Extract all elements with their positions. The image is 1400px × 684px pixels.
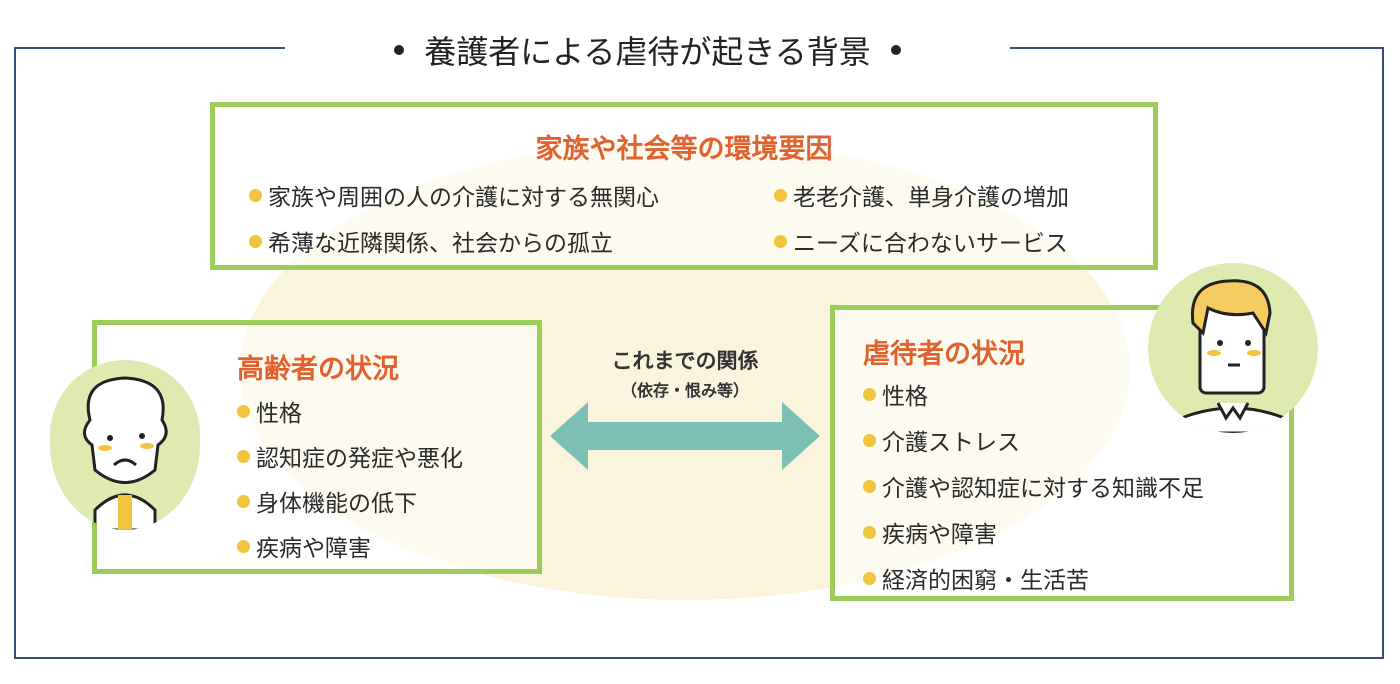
list-item: 身体機能の低下 — [237, 484, 463, 518]
bullet-dot-icon — [394, 45, 405, 55]
bullet-icon — [249, 188, 262, 202]
item-text: 老老介護、単身介護の増加 — [793, 185, 1069, 211]
item-text: 疾病や障害 — [882, 522, 997, 548]
bullet-icon — [774, 188, 787, 202]
bullet-icon — [863, 433, 876, 447]
item-text: 性格 — [256, 401, 302, 427]
bullet-icon — [249, 234, 262, 248]
list-item: 介護ストレス — [863, 423, 1204, 457]
caregiver-person-icon — [1168, 279, 1298, 433]
item-text: 疾病や障害 — [256, 536, 371, 562]
list-item: 家族や周囲の人の介護に対する無関心 — [249, 178, 774, 212]
bullet-icon — [237, 404, 250, 418]
list-item: 経済的困窮・生活苦 — [863, 561, 1204, 595]
item-text: 認知症の発症や悪化 — [256, 446, 463, 472]
bullet-icon — [863, 479, 876, 493]
relationship-text: これまでの関係 — [611, 349, 759, 373]
item-text: 希薄な近隣関係、社会からの孤立 — [268, 231, 613, 257]
title-text: 養護者による虐待が起きる背景 — [424, 33, 871, 71]
list-item: 老老介護、単身介護の増加 — [774, 178, 1134, 212]
bullet-dot-icon — [890, 45, 901, 55]
elderly-person-icon — [83, 376, 168, 530]
relationship-label: これまでの関係 （依存・恨み等） — [570, 345, 800, 401]
bullet-icon — [863, 525, 876, 539]
list-item: 希薄な近隣関係、社会からの孤立 — [249, 224, 774, 258]
list-item: 介護や認知症に対する知識不足 — [863, 469, 1204, 503]
elderly-title: 高齢者の状況 — [237, 354, 399, 385]
bullet-icon — [863, 387, 876, 401]
item-text: 性格 — [882, 384, 928, 410]
bullet-icon — [237, 449, 250, 463]
list-item: ニーズに合わないサービス — [774, 224, 1134, 258]
elderly-avatar — [50, 360, 200, 530]
bidirectional-arrow-icon — [550, 402, 820, 470]
item-text: 家族や周囲の人の介護に対する無関心 — [268, 185, 659, 211]
bullet-icon — [863, 571, 876, 585]
relationship-subtext: （依存・恨み等） — [620, 381, 749, 400]
item-text: ニーズに合わないサービス — [793, 231, 1068, 257]
item-text: 介護や認知症に対する知識不足 — [882, 476, 1204, 502]
bullet-icon — [237, 494, 250, 508]
environment-box: 家族や社会等の環境要因 家族や周囲の人の介護に対する無関心 老老介護、単身介護の… — [210, 102, 1158, 270]
list-item: 認知症の発症や悪化 — [237, 439, 463, 473]
bullet-icon — [774, 234, 787, 248]
elderly-box: 高齢者の状況 性格 認知症の発症や悪化 身体機能の低下 疾病や障害 — [92, 320, 542, 574]
environment-title: 家族や社会等の環境要因 — [535, 134, 833, 165]
diagram-title: 養護者による虐待が起きる背景 — [285, 30, 1010, 71]
item-text: 身体機能の低下 — [256, 491, 417, 517]
list-item: 性格 — [863, 377, 1204, 411]
item-text: 経済的困窮・生活苦 — [882, 568, 1089, 594]
bullet-icon — [237, 539, 250, 553]
abuser-title: 虐待者の状況 — [863, 339, 1025, 370]
item-text: 介護ストレス — [882, 430, 1020, 456]
abuser-avatar — [1148, 263, 1318, 433]
list-item: 疾病や障害 — [237, 529, 463, 563]
list-item: 性格 — [237, 394, 463, 428]
list-item: 疾病や障害 — [863, 515, 1204, 549]
